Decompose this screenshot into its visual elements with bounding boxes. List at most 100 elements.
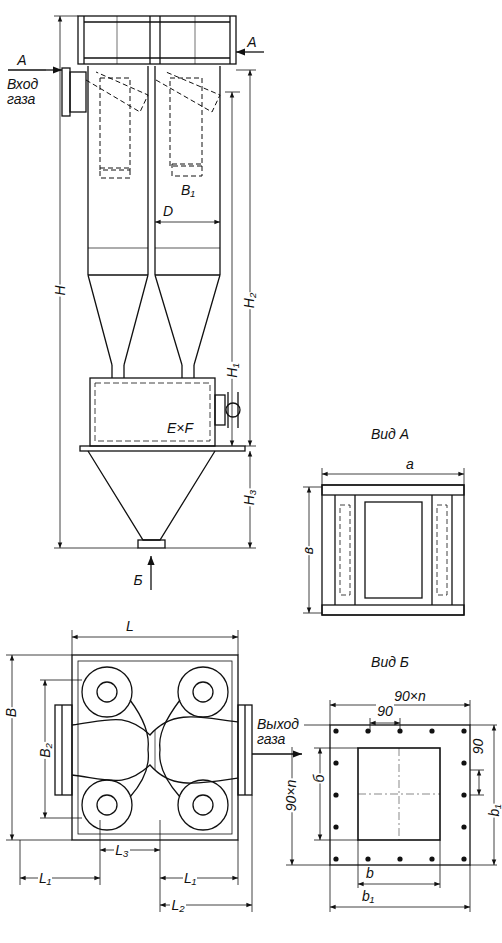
spiral-inlet [100,78,130,170]
dimension-line [72,637,238,638]
view-arrow [8,52,264,70]
bolt-hole [397,856,402,861]
flange-view [399,748,400,840]
dimension-label: b [365,866,375,881]
plan-view [155,730,156,770]
dimension-line [370,723,400,724]
dimension-line [330,705,470,706]
cyclone-body [88,274,148,275]
dimension-line [6,630,252,912]
plan-view [82,780,132,830]
dust-collector [215,395,225,425]
dimension-line [330,907,470,908]
cyclone-body [112,365,194,378]
dimension-line [470,700,471,725]
dimension-line [320,748,321,840]
spiral-inlet [86,72,220,178]
dimension-line [330,865,331,912]
flange-view [330,725,470,865]
view-a [322,485,464,615]
cyclone-body [147,66,148,275]
view-a [322,605,464,615]
flow-label: Выход газа [256,717,304,747]
dimension-line [303,468,464,613]
plan-view [193,795,213,815]
gas-inlet [62,68,70,116]
dimension-label: H₃ [242,488,257,506]
view-arrow [8,69,46,70]
plan-view [78,661,232,834]
dimension-line [470,865,497,866]
outlet-header [84,57,230,58]
dimension-label: B₂ [38,742,53,759]
dimension-label: D [162,204,174,219]
bolt-hole [461,824,466,829]
dimension-line [370,718,371,732]
outlet-header [159,16,160,64]
outlet-header [117,16,118,64]
dimension-label: L₃ [114,843,129,858]
dimension-line [330,700,331,725]
bolt-hole [461,856,466,861]
dimension-line [155,222,220,223]
dimension-line [225,92,240,93]
dimension-line [470,725,497,726]
dimension-line [236,70,256,71]
dimension-label: H₁ [225,362,240,379]
dimension-label: L₂ [170,898,185,913]
dimension-label: 90×n [393,689,427,704]
dimension-label: E×F [166,421,194,436]
view-arrow [236,51,264,52]
dimension-line [245,446,256,447]
bolt-hole [429,856,434,861]
dimension-line [464,468,465,485]
plan-view [55,705,72,795]
dimension-line [54,16,78,17]
view-arrow [150,556,151,590]
cyclone-body [87,66,88,275]
view-a [340,505,350,595]
bolt-hole [461,728,466,733]
spiral-inlet [172,164,202,176]
cyclone-body [154,66,155,275]
dimension-line [479,770,480,795]
dimension-line [470,795,484,796]
cyclone-body [88,66,220,378]
bolt-hole [461,792,466,797]
dimension-line [160,820,161,912]
dimension-label: H₂ [242,291,257,308]
bolt-hole [333,792,338,797]
view-title: Вид Б [370,655,410,670]
plan-view [244,705,245,795]
hopper [88,451,215,540]
flange-view [358,794,440,795]
bolt-hole [365,856,370,861]
dimension-line [440,840,441,888]
dimension-line [6,840,72,841]
view-a [322,485,464,615]
view-a [322,485,464,495]
plan-view [193,682,213,702]
outlet-header [78,16,236,64]
view-letter: А [16,53,27,68]
cyclone-body [88,248,220,249]
view-a [365,502,422,598]
dimension-line [494,725,495,865]
dimension-label: б [313,773,328,783]
dimension-line [60,16,61,548]
view-a [451,495,452,605]
plan-view [97,682,117,702]
dimension-line [322,468,323,485]
dimension-line [54,548,138,549]
dimension-label: B₁ [180,183,196,198]
dimension-line [400,718,401,732]
dimension-line [12,655,13,840]
dimension-label: 90 [376,704,394,719]
outlet-header [83,16,84,64]
dimension-line [286,865,330,866]
dimension-label: b₁ [361,889,375,904]
outlet-header [149,16,150,64]
view-arrow [252,753,302,754]
dimension-line [252,795,253,912]
